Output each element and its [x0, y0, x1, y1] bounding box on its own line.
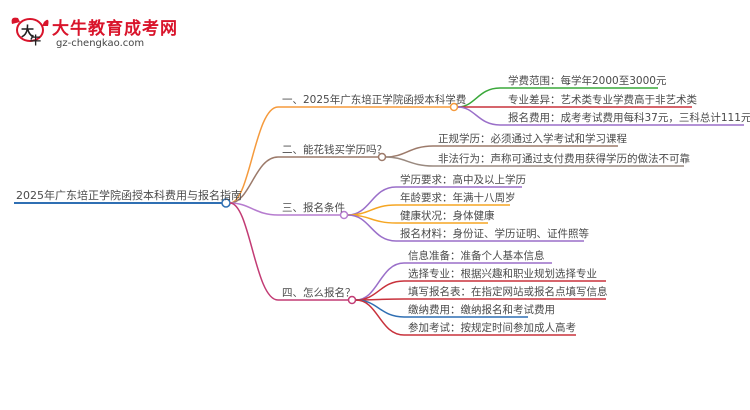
leaf-fill-form: 填写报名表：在指定网站或报名点填写信息: [408, 286, 608, 298]
branch-tuition: 一、2025年广东培正学院函授本科学费: [282, 94, 467, 106]
svg-text:牛: 牛: [30, 33, 41, 47]
branch-requirements: 三、报名条件: [282, 202, 345, 214]
branch3-connector: [229, 202, 279, 216]
branch-buy-degree: 二、能花钱买学历吗？: [282, 144, 387, 156]
branch-how-to-apply: 四、怎么报名？: [282, 287, 356, 299]
branch1-node-dot: [449, 102, 459, 112]
mindmap-root: 2025年广东培正学院函授本科费用与报名指南: [16, 189, 242, 202]
bull-logo-icon: 大 牛: [11, 17, 49, 47]
branch2-connector: [229, 156, 279, 204]
leaf-tuition-range: 学费范围：每学年2000至3000元: [508, 75, 667, 87]
leaf-choose-major: 选择专业：根据兴趣和职业规划选择专业: [408, 268, 597, 280]
brand-url[interactable]: gz-chengkao.com: [56, 38, 145, 49]
leaf-pay-fee: 缴纳费用：缴纳报名和考试费用: [408, 304, 555, 316]
branch1-connector: [229, 106, 279, 204]
svg-text:大: 大: [21, 24, 34, 40]
brand-name[interactable]: 大牛教育成考网: [52, 19, 178, 39]
leaf-registration-fee: 报名费用：成考考试费用每科37元，三科总计111元: [508, 112, 750, 124]
leaf-illegal-behavior: 非法行为：声称可通过支付费用获得学历的做法不可靠: [438, 153, 690, 165]
branch4-connector: [229, 202, 279, 301]
leaf-materials: 报名材料：身份证、学历证明、证件照等: [400, 228, 589, 240]
leaf-health-req: 健康状况：身体健康: [400, 210, 495, 222]
leaf-major-difference: 专业差异：艺术类专业学费高于非艺术类: [508, 94, 697, 106]
leaf-take-exam: 参加考试：按规定时间参加成人高考: [408, 322, 576, 334]
leaf-formal-degree: 正规学历：必须通过入学考试和学习课程: [438, 133, 627, 145]
leaf-info-prep: 信息准备：准备个人基本信息: [408, 250, 545, 262]
leaf-age-req: 年龄要求：年满十八周岁: [400, 192, 516, 204]
leaf-education-req: 学历要求：高中及以上学历: [400, 174, 526, 186]
